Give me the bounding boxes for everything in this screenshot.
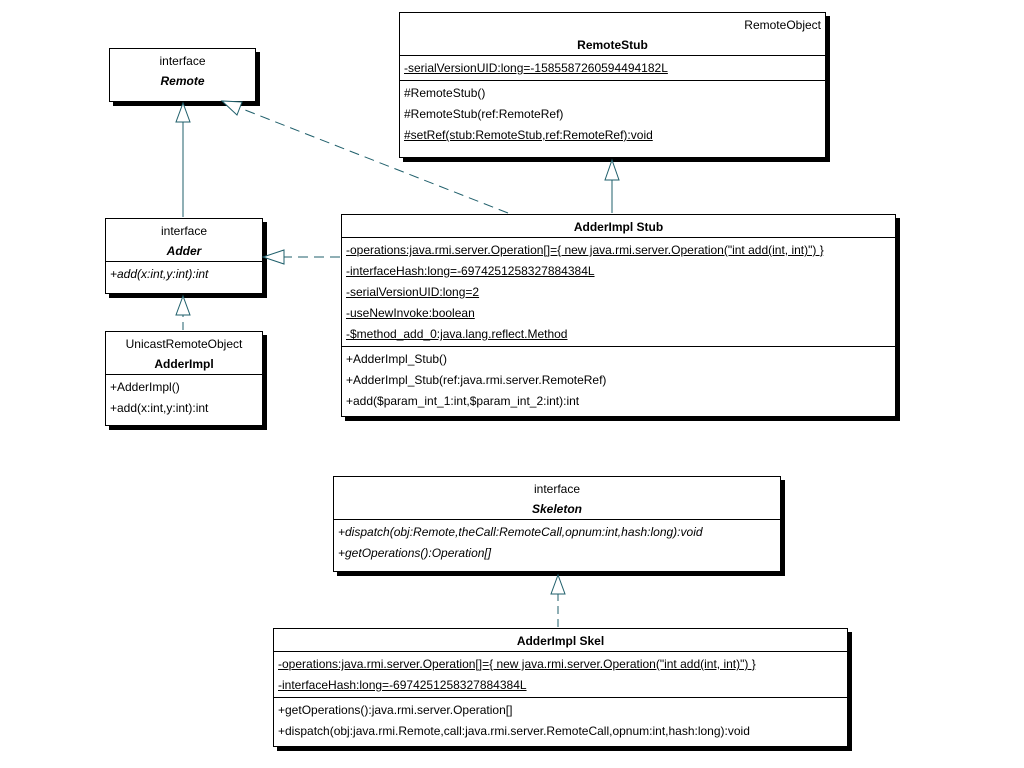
operation-row: +dispatch(obj:Remote,theCall:RemoteCall,… (338, 525, 703, 539)
class-name: Skeleton (531, 502, 582, 516)
edge-adder-remote-arrowhead (175, 101, 191, 123)
attributes-compartment: -operations:java.rmi.server.Operation[]=… (342, 237, 895, 346)
class-name: AdderImpl Skel (516, 634, 605, 648)
attributes-compartment: -operations:java.rmi.server.Operation[]=… (274, 651, 847, 697)
edge-stub-remote-arrowhead (220, 100, 243, 116)
stereotype-label: interface (160, 224, 208, 238)
operation-row: +getOperations():java.rmi.server.Operati… (278, 703, 513, 717)
operation-row: +AdderImpl_Stub() (346, 352, 448, 366)
operations-compartment: +AdderImpl_Stub() +AdderImpl_Stub(ref:ja… (342, 346, 895, 413)
superclass-label: RemoteObject (744, 18, 821, 32)
attribute-row: -serialVersionUID:long=2 (346, 285, 480, 299)
stereotype-label: interface (159, 54, 206, 68)
class-adderimpl[interactable]: UnicastRemoteObject AdderImpl +AdderImpl… (105, 331, 263, 426)
class-remotestub[interactable]: RemoteObject RemoteStub -serialVersionUI… (399, 12, 826, 158)
operation-row: #setRef(stub:RemoteStub,ref:RemoteRef):v… (404, 128, 653, 142)
operations-compartment: +AdderImpl() +add(x:int,y:int):int (106, 374, 262, 420)
attribute-row: -interfaceHash:long=-6974251258327884384… (346, 264, 595, 278)
operation-row: +AdderImpl() (110, 380, 180, 394)
stereotype-label: interface (533, 482, 581, 496)
edge-stub-adder-arrowhead (261, 249, 285, 265)
attribute-row: -operations:java.rmi.server.Operation[]=… (278, 657, 756, 671)
attribute-row: -interfaceHash:long=-6974251258327884384… (278, 678, 527, 692)
class-name: RemoteStub (577, 38, 648, 52)
attribute-row: -$method_add_0:java.lang.reflect.Method (346, 327, 568, 341)
operation-row: +AdderImpl_Stub(ref:java.rmi.server.Remo… (346, 373, 607, 387)
class-remote[interactable]: interface Remote (109, 48, 256, 102)
class-skeleton[interactable]: interface Skeleton +dispatch(obj:Remote,… (333, 476, 781, 572)
attributes-compartment: -serialVersionUID:long=-1585587260594494… (400, 55, 825, 80)
class-name: AdderImpl Stub (573, 220, 664, 234)
class-name: Remote (160, 74, 205, 88)
edge-impl-adder-arrowhead (175, 294, 191, 316)
edge-skel-skeleton-arrowhead (550, 573, 566, 595)
operation-row: +getOperations():Operation[] (338, 546, 492, 560)
operation-row: #RemoteStub(ref:RemoteRef) (404, 107, 564, 121)
operation-row: +add($param_int_1:int,$param_int_2:int):… (346, 394, 580, 408)
operation-row: #RemoteStub() (404, 86, 486, 100)
attribute-row: -operations:java.rmi.server.Operation[]=… (346, 243, 824, 257)
superclass-label: UnicastRemoteObject (125, 337, 243, 351)
operations-compartment: +add(x:int,y:int):int (106, 261, 262, 286)
operations-compartment: #RemoteStub() #RemoteStub(ref:RemoteRef)… (400, 80, 825, 147)
class-name: AdderImpl (154, 357, 214, 371)
class-adderimpl-stub[interactable]: AdderImpl Stub -operations:java.rmi.serv… (341, 214, 896, 417)
attribute-row: -useNewInvoke:boolean (346, 306, 475, 320)
operations-compartment: +getOperations():java.rmi.server.Operati… (274, 697, 847, 743)
class-adderimpl-skel[interactable]: AdderImpl Skel -operations:java.rmi.serv… (273, 628, 848, 747)
operation-row: +add(x:int,y:int):int (110, 401, 209, 415)
edge-stub-remotestub-arrowhead (604, 158, 620, 181)
class-adder[interactable]: interface Adder +add(x:int,y:int):int (105, 218, 263, 294)
operation-row: +dispatch(obj:java.rmi.Remote,call:java.… (278, 724, 750, 738)
operations-compartment: +dispatch(obj:Remote,theCall:RemoteCall,… (334, 519, 780, 565)
attribute-row: -serialVersionUID:long=-1585587260594494… (404, 61, 668, 75)
class-name: Adder (166, 244, 202, 258)
operation-row: +add(x:int,y:int):int (110, 267, 209, 281)
